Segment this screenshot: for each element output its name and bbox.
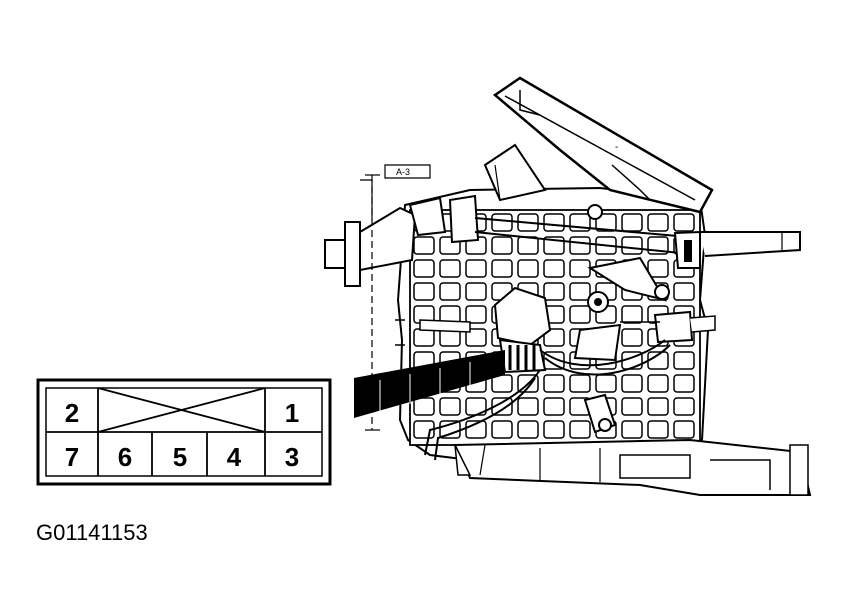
grid-cell xyxy=(543,397,565,416)
grid-cell xyxy=(621,374,643,393)
pointer-hatch xyxy=(379,362,471,412)
grid-cell xyxy=(543,328,565,347)
grid-cell xyxy=(491,259,513,278)
grid-cell xyxy=(413,236,435,255)
grid-cell xyxy=(647,374,669,393)
grid-cell xyxy=(543,420,565,439)
pin-7: 7 xyxy=(65,442,79,472)
grid-cell xyxy=(465,282,487,301)
grid-cell xyxy=(491,397,513,416)
grid-cell xyxy=(491,213,513,232)
grid-cell xyxy=(517,397,539,416)
pin-1: 1 xyxy=(285,398,299,428)
grid-cell xyxy=(517,420,539,439)
left-fittings xyxy=(324,194,701,287)
grid-cell xyxy=(569,305,591,324)
grid-cell xyxy=(673,213,695,232)
pin-6: 6 xyxy=(118,442,132,472)
top-duct xyxy=(492,76,714,214)
grid-cell xyxy=(543,259,565,278)
grid-cell xyxy=(647,420,669,439)
grid-cell xyxy=(465,305,487,324)
grid-cell xyxy=(413,259,435,278)
pin-3: 3 xyxy=(285,442,299,472)
figure-code: G01141153 xyxy=(36,520,148,545)
grid-cell xyxy=(439,259,461,278)
pin-5: 5 xyxy=(173,442,187,472)
grid-cell xyxy=(569,236,591,255)
grid-cell xyxy=(569,259,591,278)
grid-cell xyxy=(621,328,643,347)
grid-cell xyxy=(413,328,435,347)
hvac-housing: - A-3 xyxy=(324,76,812,496)
wire-harness xyxy=(424,339,671,461)
pin-2: 2 xyxy=(65,398,79,428)
grid-cell xyxy=(647,213,669,232)
grid-cell xyxy=(647,259,669,278)
grid-cell xyxy=(595,374,617,393)
grid-cell xyxy=(517,236,539,255)
housing-top-label: A-3 xyxy=(396,167,410,177)
callout-pointer xyxy=(354,350,505,418)
grid-cell xyxy=(413,282,435,301)
grid-cell xyxy=(543,213,565,232)
pin-4: 4 xyxy=(227,442,242,472)
grid-cell xyxy=(621,236,643,255)
grid-cell xyxy=(569,420,591,439)
grid-cell xyxy=(465,328,487,347)
grid-cell xyxy=(621,397,643,416)
grid-cell xyxy=(439,282,461,301)
grid-cell xyxy=(673,397,695,416)
right-pipe xyxy=(700,231,801,257)
grid-cell xyxy=(439,397,461,416)
grid-cell xyxy=(543,374,565,393)
sensor xyxy=(653,310,694,344)
grid-cell xyxy=(673,282,695,301)
upper-divider xyxy=(483,143,547,202)
grid-cell xyxy=(413,397,435,416)
grid-cell xyxy=(621,420,643,439)
door-linkage xyxy=(573,204,670,434)
grid-cell xyxy=(621,305,643,324)
grid-cell xyxy=(543,282,565,301)
svg-text:-: - xyxy=(615,142,618,153)
grid-cell xyxy=(595,213,617,232)
grid-cell xyxy=(621,213,643,232)
grid-cell xyxy=(569,282,591,301)
grid-cell xyxy=(647,397,669,416)
grid-cell xyxy=(569,374,591,393)
grid-cell xyxy=(465,259,487,278)
connector-pinout: 2 1 7 6 5 4 3 xyxy=(36,378,332,486)
grid-cell xyxy=(491,236,513,255)
grid-cell xyxy=(673,374,695,393)
grid-cell xyxy=(673,351,695,370)
actuator-motor xyxy=(493,286,552,374)
grid-cell xyxy=(673,420,695,439)
grid-cell xyxy=(517,259,539,278)
grid-cell xyxy=(491,420,513,439)
